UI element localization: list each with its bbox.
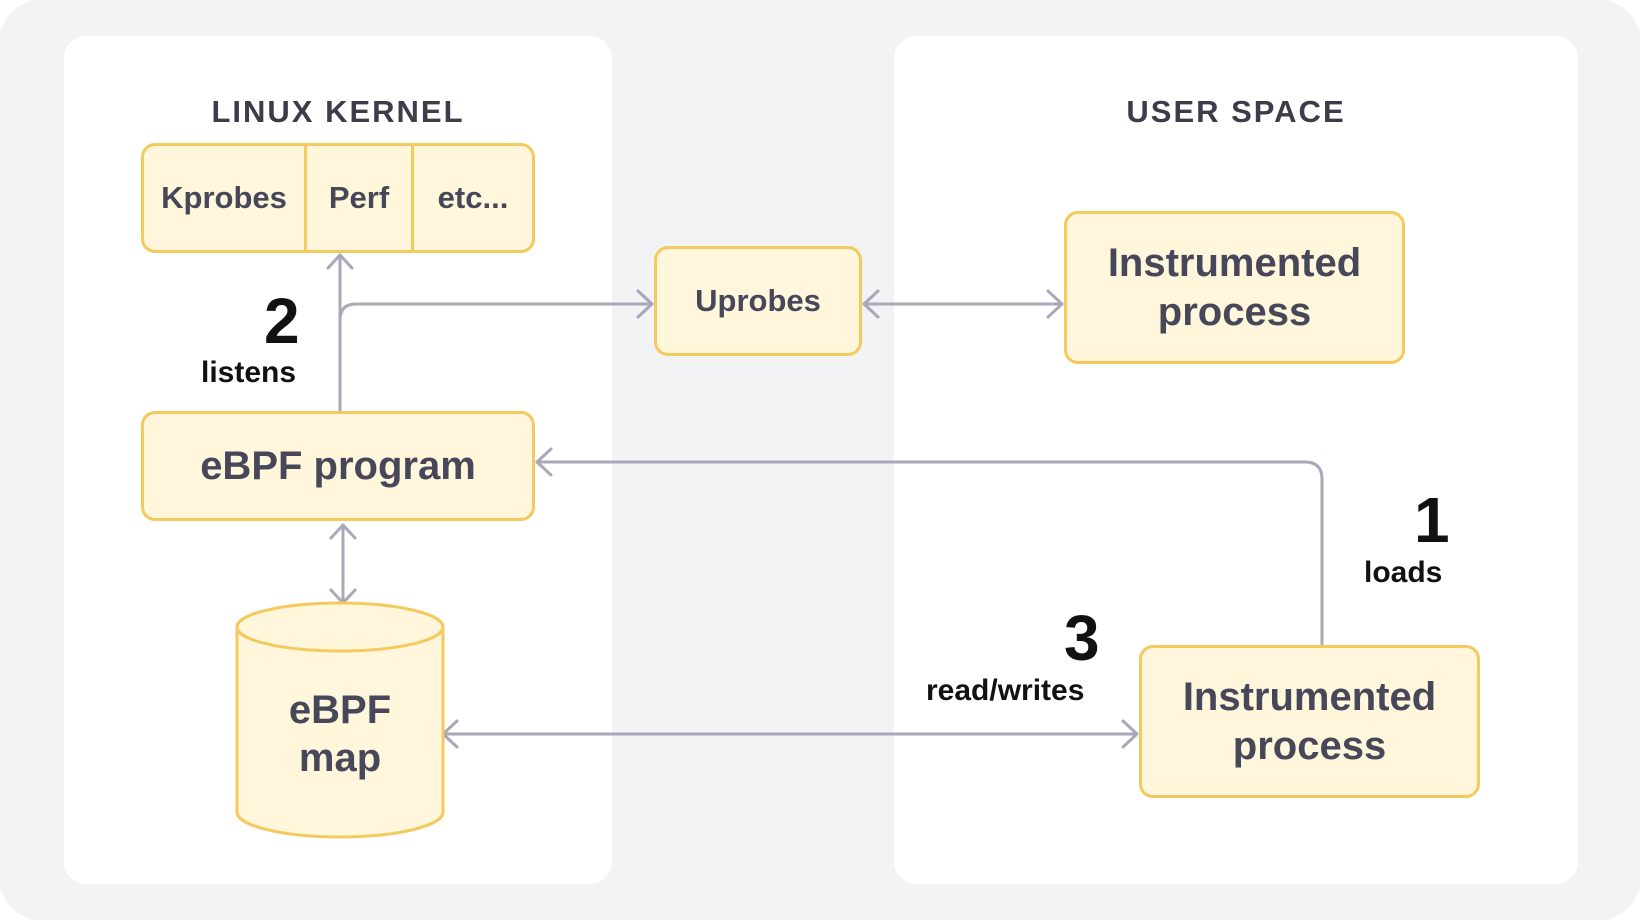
uprobes-box: Uprobes [654,246,862,356]
step-3-number: 3 [1064,602,1100,674]
process-bottom-line-2: process [1232,723,1387,768]
ebpf-map-cylinder [235,601,445,839]
user-space-panel-title: USER SPACE [1126,94,1346,129]
process-bottom-line-1: Instrumented [1182,674,1437,719]
step-2-label: listens [201,356,297,389]
step-1-number: 1 [1414,484,1450,556]
uprobes-label: Uprobes [695,283,821,318]
hook-perf: Perf [304,146,411,250]
kernel-hooks-box: Kprobes Perf etc... [141,143,535,253]
arrow-process-loads-program [535,460,1324,646]
ebpf-map-label: eBPF map [237,686,443,782]
process-top-line-2: process [1157,289,1312,334]
kernel-panel-title: LINUX KERNEL [211,94,465,129]
hook-kprobes: Kprobes [161,180,287,215]
ebpf-program-label: eBPF program [200,443,476,488]
step-2-number: 2 [264,285,300,357]
process-top-line-1: Instrumented [1107,240,1362,285]
instrumented-process-bottom: Instrumented process [1139,645,1480,798]
instrumented-process-top: Instrumented process [1064,211,1405,364]
arrow-program-to-uprobes [338,302,654,322]
ebpf-map-line-1: eBPF [288,688,392,732]
ebpf-program-box: eBPF program [141,411,535,521]
hook-etc: etc... [411,146,532,250]
step-3-label: read/writes [926,674,1085,707]
ebpf-map-line-2: map [298,736,382,780]
step-1-label: loads [1364,556,1443,589]
